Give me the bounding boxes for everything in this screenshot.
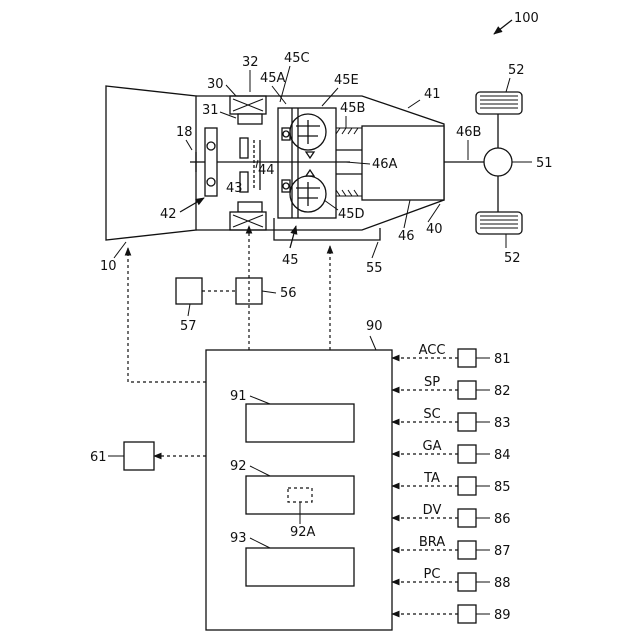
svg-text:45E: 45E (334, 73, 359, 88)
sensor-signal-label: ACC (419, 343, 446, 358)
svg-text:52: 52 (504, 251, 521, 266)
svg-text:100: 100 (514, 11, 539, 26)
sensor-row: 81 ACC (392, 343, 511, 367)
sensor-box (458, 605, 476, 623)
engine: 10 (100, 86, 196, 274)
clutch-unit: 43 44 42 (160, 138, 290, 222)
svg-text:61: 61 (90, 450, 107, 465)
differential: 51 (484, 114, 553, 212)
sensor-box (458, 381, 476, 399)
sensor-signal-label: TA (423, 471, 440, 486)
oil-pump: 57 (176, 278, 236, 334)
sensor-box (458, 477, 476, 495)
wheel-bottom: 52 (476, 212, 522, 266)
sensor-signal-label: SC (423, 407, 440, 422)
svg-text:91: 91 (230, 389, 247, 404)
svg-text:45A: 45A (260, 71, 286, 86)
svg-text:32: 32 (242, 55, 259, 70)
cvt-unit: 45C 45A 45E 45B 45D 45 (260, 51, 365, 268)
device-61: 61 (90, 442, 154, 470)
sensor-row: 86 DV (392, 503, 511, 527)
sensor-row: 83 SC (392, 407, 511, 431)
sensor-signal-label: PC (424, 567, 441, 582)
sensor-row: 82 SP (392, 375, 511, 399)
sensor-ref-label: 85 (494, 480, 511, 495)
svg-text:90: 90 (366, 319, 383, 334)
svg-text:45D: 45D (338, 207, 365, 222)
figure-number: 100 (494, 11, 539, 34)
svg-text:52: 52 (508, 63, 525, 78)
sensor-ref-label: 88 (494, 576, 511, 591)
sensor-ref-label: 81 (494, 352, 511, 367)
svg-text:51: 51 (536, 156, 553, 171)
svg-text:45: 45 (282, 253, 299, 268)
sensor-row: 88 PC (392, 567, 511, 591)
sensor-box (458, 349, 476, 367)
sensor-row: 85 TA (392, 471, 511, 495)
control-valve: 56 (236, 278, 297, 304)
svg-text:46B: 46B (456, 125, 481, 140)
sensor-signal-label: GA (423, 439, 442, 454)
sensor-box (458, 413, 476, 431)
svg-text:30: 30 (207, 77, 224, 92)
svg-text:45C: 45C (284, 51, 310, 66)
svg-text:45B: 45B (340, 101, 365, 116)
svg-text:44: 44 (258, 163, 275, 178)
svg-text:31: 31 (202, 103, 219, 118)
sensor-signal-label: BRA (419, 535, 445, 550)
sensor-signal-label: SP (424, 375, 440, 390)
wheel-top: 52 (476, 63, 525, 114)
sensor-row: 84 GA (392, 439, 511, 463)
sensor-ref-label: 84 (494, 448, 511, 463)
svg-text:57: 57 (180, 319, 197, 334)
sensor-signal-label: DV (423, 503, 442, 518)
sensor-ref-label: 83 (494, 416, 511, 431)
svg-text:46: 46 (398, 229, 415, 244)
sensor-ref-label: 86 (494, 512, 511, 527)
svg-text:92: 92 (230, 459, 247, 474)
sensor-row: 89 (392, 605, 511, 623)
svg-text:10: 10 (100, 259, 117, 274)
sensor-ref-label: 82 (494, 384, 511, 399)
sensor-ref-label: 87 (494, 544, 511, 559)
svg-text:43: 43 (226, 181, 243, 196)
svg-text:56: 56 (280, 286, 297, 301)
sensor-row: 87 BRA (392, 535, 511, 559)
svg-text:42: 42 (160, 207, 177, 222)
svg-text:46A: 46A (372, 157, 398, 172)
svg-text:41: 41 (424, 87, 441, 102)
sensor-box (458, 541, 476, 559)
svg-text:40: 40 (426, 222, 443, 237)
sensor-box (458, 573, 476, 591)
svg-text:93: 93 (230, 531, 247, 546)
svg-text:55: 55 (366, 261, 383, 276)
sensor-box (458, 509, 476, 527)
svg-text:18: 18 (176, 125, 193, 140)
svg-text:92A: 92A (290, 525, 316, 540)
sensor-list: 81 ACC 82 SP 83 SC 84 GA 85 TA 86 DV 87 BRA 88 PC 89 (392, 343, 511, 623)
output-shaft: 46B (444, 125, 484, 162)
sensor-box (458, 445, 476, 463)
sensor-ref-label: 89 (494, 608, 511, 623)
